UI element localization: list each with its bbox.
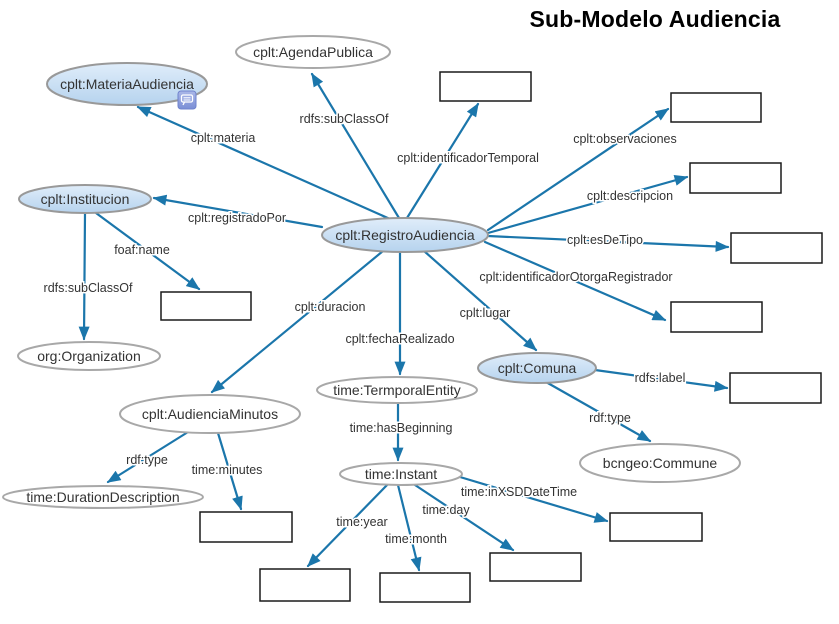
node-label-materia-audiencia: cplt:MateriaAudiencia — [60, 76, 194, 92]
node-label-audiencia-minutos: cplt:AudienciaMinutos — [142, 406, 278, 422]
node-audiencia-minutos — [119, 394, 301, 434]
node-label-instant: time:Instant — [365, 466, 437, 482]
node-materia-audiencia — [46, 62, 208, 106]
edge-label-registrado-por: cplt:registradoPor — [188, 211, 286, 225]
edge-label-fecha-realizado: cplt:fechaRealizado — [345, 332, 454, 346]
node-label-bcngeo-commune: bcngeo:Commune — [603, 455, 718, 471]
note-icon — [177, 90, 197, 110]
edge-label-descripcion: cplt:descripcion — [587, 189, 673, 203]
edge-label-identificador-otorga-registrador: cplt:identificadorOtorgaRegistrador — [479, 270, 672, 284]
edge-label-day: time:day — [422, 503, 470, 517]
edge-label-rdfs-label: rdfs:label — [635, 371, 686, 385]
literal-box-identificador-temporal — [439, 71, 532, 102]
node-duration-description — [2, 485, 204, 509]
edge-label-subclassof-agenda: rdfs:subClassOf — [300, 112, 389, 126]
edge-label-rdf-type-minutos: rdf:type — [126, 453, 168, 467]
edge-subclassof-org — [78, 211, 90, 341]
edge-registrado-por — [152, 194, 324, 229]
edge-label-lugar: cplt:lugar — [460, 306, 511, 320]
edge-minutes — [216, 431, 243, 511]
node-label-registro-audiencia: cplt:RegistroAudiencia — [335, 227, 475, 243]
edge-day — [410, 481, 515, 552]
edge-label-inxsd-datetime: time:inXSDDateTime — [461, 485, 577, 499]
edge-year — [306, 482, 390, 568]
edge-inxsd-datetime — [458, 475, 609, 523]
literal-box-observaciones — [670, 92, 762, 123]
literal-box-inxsd-datetime — [609, 512, 703, 542]
edge-label-foaf-name: foaf:name — [114, 243, 170, 257]
edge-descripcion — [486, 175, 689, 235]
edge-label-minutes: time:minutes — [192, 463, 263, 477]
edge-label-materia: cplt:materia — [191, 131, 256, 145]
edge-es-de-tipo — [486, 234, 730, 252]
node-bcngeo-commune — [579, 443, 741, 483]
edge-label-observaciones: cplt:observaciones — [573, 132, 677, 146]
node-label-termporal-entity: time:TermporalEntity — [333, 382, 461, 398]
edge-label-rdf-type-comuna: rdf:type — [589, 411, 631, 425]
edge-rdfs-label — [593, 368, 729, 392]
node-label-org-organization: org:Organization — [37, 348, 141, 364]
literal-box-foaf-name — [160, 291, 252, 321]
edge-rdf-type-comuna — [544, 380, 652, 443]
node-label-comuna: cplt:Comuna — [498, 360, 577, 376]
node-org-organization — [17, 341, 161, 371]
node-label-duration-description: time:DurationDescription — [26, 489, 179, 505]
literal-box-rdfs-label — [729, 372, 822, 404]
edge-label-duracion: cplt:duracion — [295, 300, 366, 314]
edge-lugar — [422, 249, 538, 352]
edge-identificador-temporal — [405, 102, 480, 220]
edge-identificador-otorga-registrador — [483, 240, 667, 322]
edge-observaciones — [486, 107, 670, 232]
literal-box-es-de-tipo — [730, 232, 823, 264]
literal-box-month — [379, 572, 471, 603]
node-comuna — [477, 352, 597, 384]
edge-materia — [136, 105, 392, 221]
node-label-institucion: cplt:Institucion — [41, 191, 130, 207]
node-registro-audiencia — [321, 217, 489, 253]
page-title: Sub-Modelo Audiencia — [529, 6, 781, 32]
edge-subclassof-agenda — [310, 72, 401, 220]
node-agenda-publica — [235, 35, 391, 69]
edge-foaf-name — [94, 211, 201, 291]
node-label-agenda-publica: cplt:AgendaPublica — [253, 44, 373, 60]
edge-rdf-type-minutos — [106, 430, 190, 484]
edge-label-identificador-temporal: cplt:identificadorTemporal — [397, 151, 539, 165]
edge-label-has-beginning: time:hasBeginning — [350, 421, 453, 435]
literal-box-identificador-otorga-registrador — [670, 301, 763, 333]
node-termporal-entity — [316, 376, 478, 404]
edge-month — [396, 483, 422, 572]
literal-box-day — [489, 552, 582, 582]
edge-label-subclassof-org: rdfs:subClassOf — [44, 281, 133, 295]
edge-label-month: time:month — [385, 532, 447, 546]
edge-label-year: time:year — [336, 515, 387, 529]
node-institucion — [18, 184, 152, 214]
node-instant — [339, 462, 463, 486]
edge-label-es-de-tipo: cplt:esDeTipo — [567, 233, 643, 247]
literal-box-descripcion — [689, 162, 782, 194]
edge-duracion — [210, 249, 385, 394]
literal-box-minutes — [199, 511, 293, 543]
literal-box-year — [259, 568, 351, 602]
